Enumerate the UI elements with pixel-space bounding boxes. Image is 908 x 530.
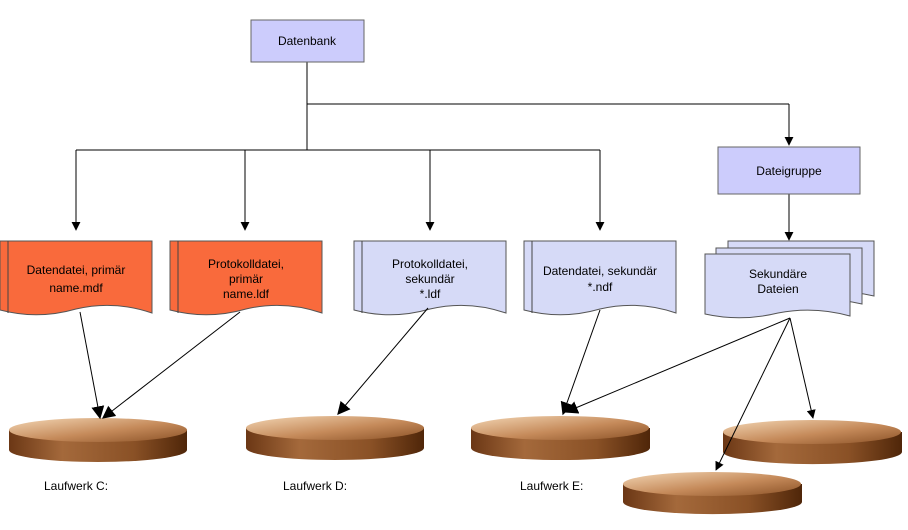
file-primary-log: Protokolldatei, primär name.ldf [169, 240, 323, 316]
disk-f [723, 420, 902, 465]
file-0-line-0: Datendatei, primär [27, 263, 126, 277]
file-2-line-1: sekundär [405, 272, 454, 286]
file-1-line-1: primär [229, 272, 263, 286]
disk-d [246, 416, 424, 460]
file-secondary-data: Datendatei, sekundär *.ndf [523, 240, 677, 316]
secondary-files-line-0: Sekundäre [749, 267, 807, 281]
disk-e [471, 416, 650, 461]
database-label: Datenbank [278, 34, 337, 48]
drive-e-label: Laufwerk E: [520, 479, 584, 493]
filegroup-box [717, 146, 861, 195]
filegroup-label: Dateigruppe [756, 164, 822, 178]
file-2-line-0: Protokolldatei, [392, 257, 468, 271]
secondary-files-stack: Sekundäre Dateien [704, 240, 875, 319]
tree-connectors [71, 62, 794, 241]
secondary-files-line-1: Dateien [757, 282, 798, 296]
file-2-line-2: *.ldf [420, 287, 441, 301]
file-1-line-0: Protokolldatei, [208, 257, 284, 271]
file-secondary-log: Protokolldatei, sekundär *.ldf [353, 240, 507, 316]
file-3-line-0: Datendatei, sekundär [543, 264, 657, 278]
file-3-line-1: *.ndf [588, 280, 613, 294]
file-disk-arrows [79, 307, 816, 471]
file-0-line-1: name.mdf [49, 281, 103, 295]
file-primary-data: Datendatei, primär name.mdf [0, 240, 153, 316]
drive-d-label: Laufwerk D: [283, 479, 348, 493]
disk-g [623, 472, 802, 515]
database-box [250, 19, 365, 63]
file-1-line-2: name.ldf [223, 287, 270, 301]
drive-c-label: Laufwerk C: [44, 479, 109, 493]
disk-c [9, 418, 187, 462]
